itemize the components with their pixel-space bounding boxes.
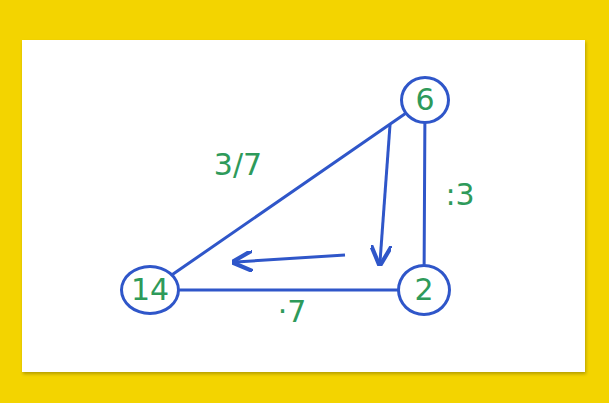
node-number: 14 (131, 275, 169, 305)
number-circle: 6 (400, 76, 450, 124)
operation-label: :3 (442, 179, 477, 211)
operation-label: ·7 (275, 296, 310, 328)
triangle-side (423, 124, 427, 264)
number-circle: 2 (397, 264, 451, 316)
number-circle: 14 (120, 265, 180, 315)
down-arrow (380, 125, 390, 262)
node-number: 2 (414, 275, 433, 305)
operation-label: 3/7 (211, 149, 265, 181)
left-arrow (236, 255, 345, 262)
triangle-side (173, 114, 405, 274)
triangle-side (180, 289, 397, 292)
node-number: 6 (415, 85, 434, 115)
